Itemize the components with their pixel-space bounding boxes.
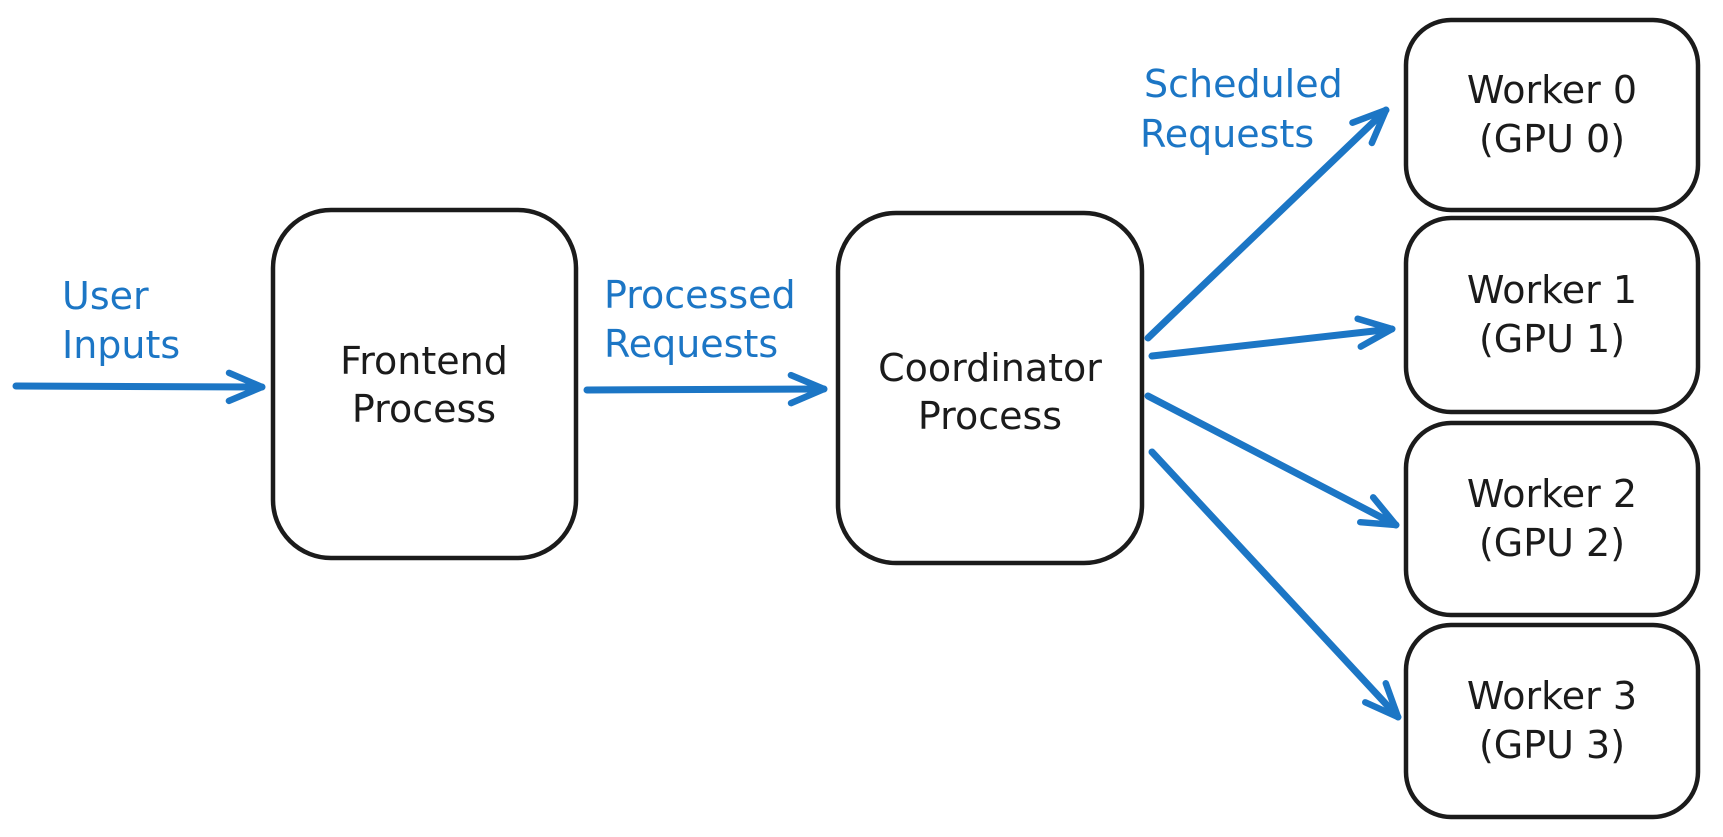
coordinator-to-worker1-arrow [1148,315,1396,360]
worker-0-box [1403,17,1701,213]
worker-3-node: Worker 3 (GPU 3) [1403,622,1701,820]
processed-requests-arrow [583,371,828,407]
worker-1-label-line1: Worker 1 [1467,268,1637,312]
coordinator-to-worker0-arrow [1144,106,1390,342]
worker-3-box [1403,622,1701,820]
scheduled-requests-label-line2: Requests [1140,112,1314,156]
worker-1-box [1403,215,1701,415]
coordinator-to-worker3-arrow [1148,448,1402,721]
worker-2-label-line2: (GPU 2) [1479,521,1625,565]
coordinator-process-box [835,210,1145,566]
frontend-process-node: Frontend Process [270,207,579,561]
coordinator-process-label-line2: Process [918,394,1062,438]
processed-requests-label-line2: Requests [604,322,778,366]
frontend-process-label-line1: Frontend [340,339,508,383]
scheduled-requests-label: Scheduled Requests [1140,62,1343,156]
processed-requests-label-line1: Processed [604,273,796,317]
user-inputs-label-line1: User [62,274,149,318]
processed-requests-label: Processed Requests [604,273,796,366]
worker-2-label-line1: Worker 2 [1467,472,1637,516]
frontend-process-box [270,207,579,561]
coordinator-process-node: Coordinator Process [835,210,1145,566]
worker-0-node: Worker 0 (GPU 0) [1403,17,1701,213]
worker-3-label-line2: (GPU 3) [1479,723,1625,767]
worker-2-box [1403,420,1701,618]
frontend-process-label-line2: Process [352,387,496,431]
scheduled-requests-label-line1: Scheduled [1144,62,1343,106]
coordinator-to-worker2-arrow [1144,392,1400,529]
worker-1-node: Worker 1 (GPU 1) [1403,215,1701,415]
coordinator-process-label-line1: Coordinator [878,346,1102,390]
worker-0-label-line2: (GPU 0) [1479,117,1625,161]
worker-3-label-line1: Worker 3 [1467,674,1637,718]
worker-0-label-line1: Worker 0 [1467,68,1637,112]
user-inputs-arrow [12,369,266,405]
worker-2-node: Worker 2 (GPU 2) [1403,420,1701,618]
user-inputs-label: User Inputs [62,274,180,367]
worker-1-label-line2: (GPU 1) [1479,317,1625,361]
user-inputs-label-line2: Inputs [62,323,180,367]
